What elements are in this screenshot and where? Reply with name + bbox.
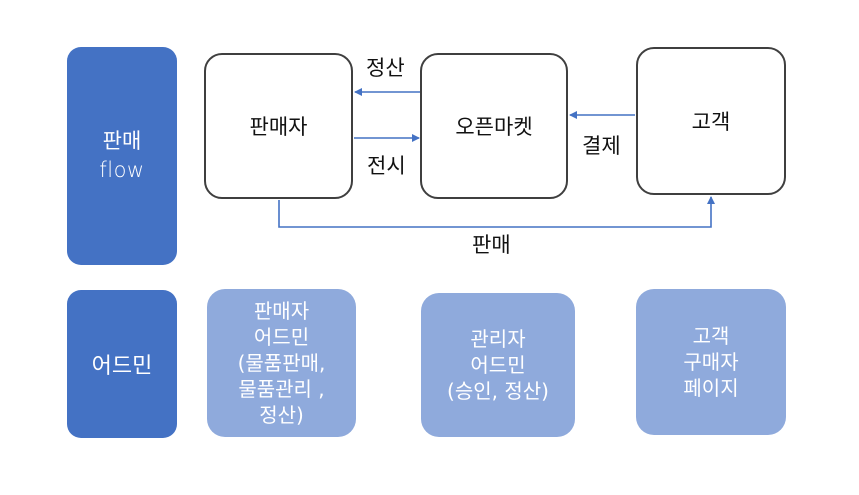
- admin-row-header: 어드민: [67, 290, 177, 438]
- sale-arrow: [278, 196, 715, 228]
- open-market-node-label: 오픈마켓: [455, 115, 533, 139]
- sales-flow-title: 판매: [102, 129, 142, 153]
- settlement-label: 정산: [366, 56, 405, 80]
- seller-node-label: 판매자: [249, 115, 308, 139]
- customer-node: 고객: [636, 47, 786, 195]
- manager-admin-text: 관리자 어드민 (승인, 정산): [447, 327, 549, 403]
- seller-node: 판매자: [204, 53, 353, 199]
- manager-admin-box: 관리자 어드민 (승인, 정산): [421, 293, 575, 437]
- sale-label: 판매: [472, 233, 511, 257]
- customer-page-text: 고객 구매자 페이지: [683, 324, 739, 400]
- customer-page-box: 고객 구매자 페이지: [636, 289, 786, 435]
- display-label: 전시: [367, 154, 406, 178]
- open-market-node: 오픈마켓: [420, 53, 568, 199]
- customer-node-label: 고객: [691, 110, 731, 134]
- sales-flow-row-header: 판매 flow: [67, 47, 177, 265]
- admin-row-title: 어드민: [91, 354, 153, 379]
- seller-admin-text: 판매자 어드민 (물품판매, 물품관리 , 정산): [237, 299, 326, 427]
- seller-admin-box: 판매자 어드민 (물품판매, 물품관리 , 정산): [207, 289, 356, 437]
- sales-flow-subtitle: flow: [99, 158, 145, 182]
- payment-label: 결제: [582, 134, 621, 158]
